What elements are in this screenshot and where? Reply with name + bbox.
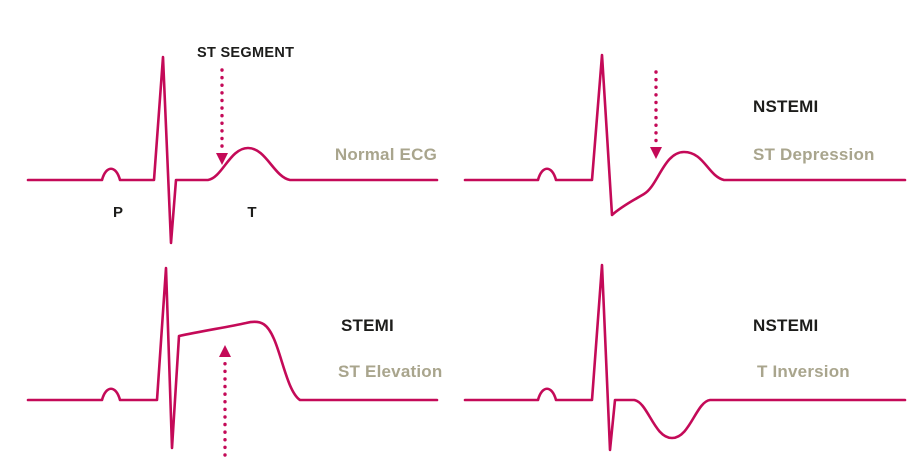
normal-ecg-caption: Normal ECG: [335, 145, 437, 164]
t-inversion-trace: [463, 263, 907, 452]
st-elevation-caption: ST Elevation: [338, 362, 442, 381]
nstemi-depression-title: NSTEMI: [753, 97, 818, 116]
t-inversion-caption: T Inversion: [757, 362, 850, 381]
st-elevation-arrowhead-up-icon: [219, 345, 231, 357]
st-depression-trace: [463, 53, 907, 217]
nstemi-inversion-title: NSTEMI: [753, 316, 818, 335]
stemi-title: STEMI: [341, 316, 394, 335]
p-wave-label: P: [113, 204, 123, 221]
st-elevation-trace: [26, 266, 439, 450]
normal-ecg-trace: [26, 55, 439, 245]
t-wave-label: T: [247, 204, 256, 221]
st-segment-annotation: ST SEGMENT: [197, 45, 294, 61]
st-depression-caption: ST Depression: [753, 145, 875, 164]
st-segment-arrowhead-down-icon: [216, 153, 228, 165]
st-depression-arrowhead-down-icon: [650, 147, 662, 159]
